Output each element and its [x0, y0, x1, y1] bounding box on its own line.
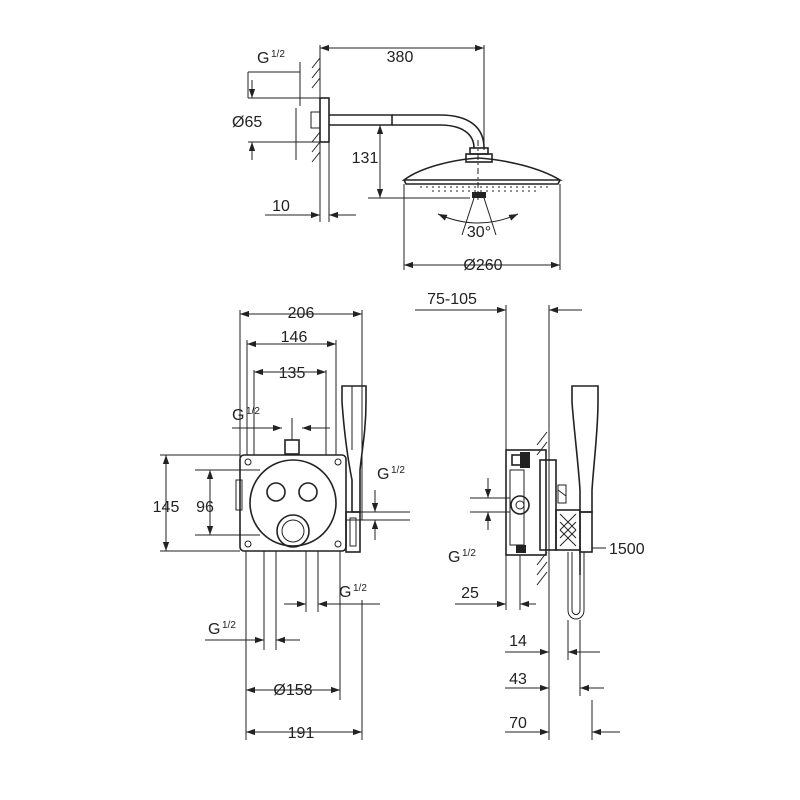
- mount-points: [244, 458, 342, 548]
- wall-offset-label: 10: [272, 198, 290, 215]
- width-total-label: 206: [288, 305, 315, 322]
- spray-holes: [420, 186, 548, 192]
- thread-top-fraction: 1/2: [246, 406, 260, 417]
- depth-43-label: 43: [509, 671, 527, 688]
- depth-70-label: 70: [509, 715, 527, 732]
- side-wall-hatch: [536, 431, 548, 586]
- depth-25-label: 25: [461, 585, 479, 602]
- thread-bottom-left-label: G: [208, 621, 220, 638]
- install-depth-label: 75-105: [427, 291, 477, 308]
- flange-diameter-label: Ø65: [232, 114, 262, 131]
- height-inner-label: 96: [196, 499, 214, 516]
- thread-fraction: 1/2: [271, 49, 285, 60]
- thread-right-fraction: 1/2: [391, 465, 405, 476]
- height-label: 131: [352, 150, 379, 167]
- thread-bottom-right-label: G: [339, 584, 351, 601]
- knurled-outlet: [559, 513, 577, 547]
- width-inner-label: 135: [279, 365, 306, 382]
- height-outer-label: 145: [153, 499, 180, 516]
- thread-bottom-left-fraction: 1/2: [222, 620, 236, 631]
- width-mid-label: 146: [281, 329, 308, 346]
- valve-front-view: 206 146 135 G 1/2: [153, 305, 410, 742]
- thread-top-label: G: [232, 407, 244, 424]
- thermostat-knob: [276, 514, 310, 548]
- thread-right-label: G: [377, 466, 389, 483]
- push-button-right: [298, 482, 318, 502]
- head-diameter-label: Ø260: [463, 257, 502, 274]
- arm-length-label: 380: [387, 49, 414, 66]
- side-thread-fraction: 1/2: [462, 548, 476, 559]
- wall-hatch: [311, 57, 321, 163]
- valve-side-view: 75-105: [415, 291, 645, 740]
- hose-length-label: 1500: [609, 541, 645, 558]
- head-shower-view: 30° 380 G 1/2 Ø65 131 10 Ø260: [232, 44, 563, 274]
- spray-angle-label: 30°: [467, 224, 491, 241]
- width-bottom-label: 191: [288, 725, 315, 742]
- push-button-left: [266, 482, 286, 502]
- thread-bottom-right-fraction: 1/2: [353, 583, 367, 594]
- diameter-label: Ø158: [273, 682, 312, 699]
- thread-label: G: [257, 50, 269, 67]
- depth-14-label: 14: [509, 633, 527, 650]
- side-thread-label: G: [448, 549, 460, 566]
